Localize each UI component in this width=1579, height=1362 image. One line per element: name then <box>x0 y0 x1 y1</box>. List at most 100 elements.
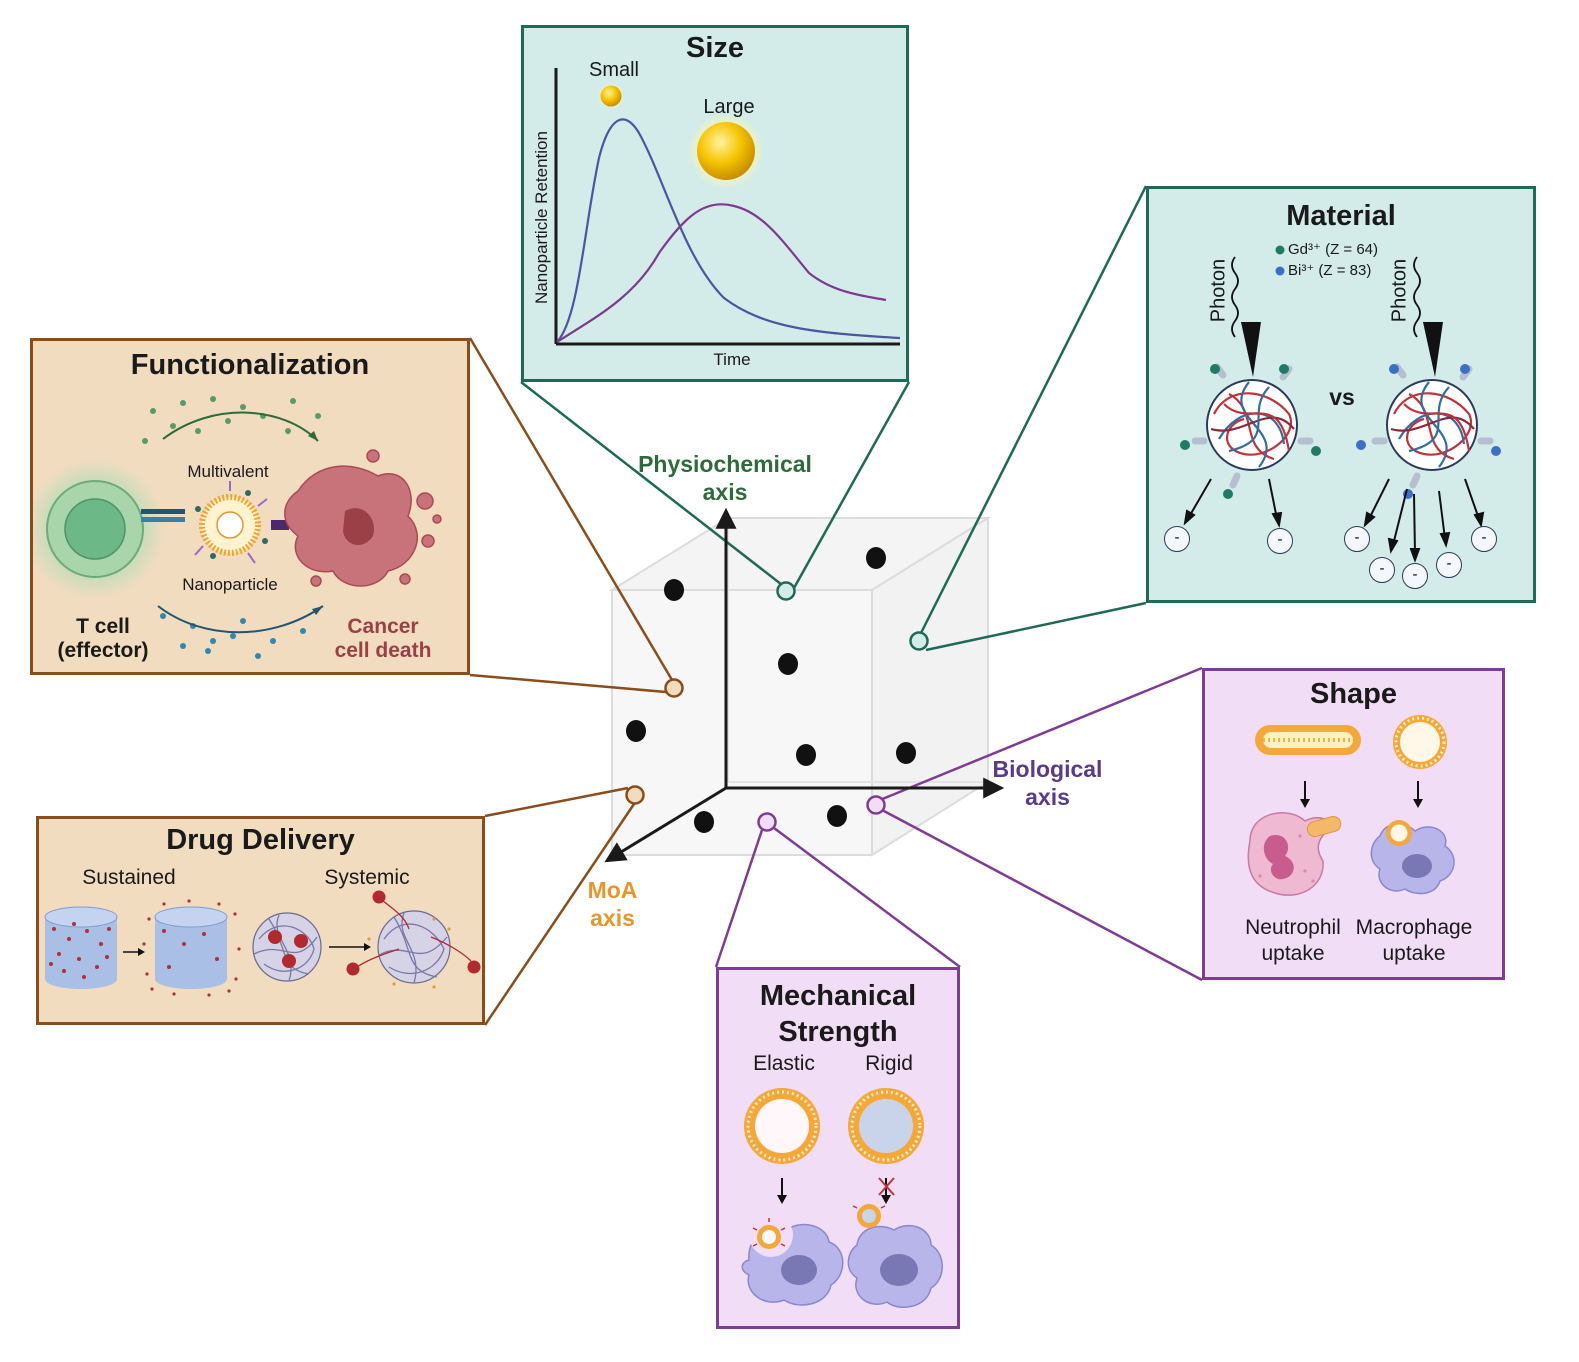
functionalization-panel-title: Functionalization <box>130 349 370 381</box>
cancer-label-line1: Cancer <box>347 615 419 638</box>
shape-illustration <box>1247 715 1455 896</box>
elastic-particle-icon <box>744 1088 820 1164</box>
macrophage-rigid-icon <box>847 1204 943 1309</box>
material-panel: Material <box>1146 186 1536 603</box>
gd-nanoparticle-icon <box>1206 379 1298 471</box>
electron-sign: - <box>1481 529 1487 546</box>
nanogel-icon <box>252 912 322 982</box>
bi-legend-dot <box>1275 266 1285 276</box>
anchor-drug <box>625 785 645 805</box>
electron-icon: - <box>1402 563 1428 589</box>
macrophage-uptake-label: Macrophage uptake <box>1349 915 1479 967</box>
bi-legend-label: Bi³⁺ (Z = 83) <box>1288 262 1372 279</box>
small-particle-icon <box>600 85 622 107</box>
sphere-particle-icon <box>1393 715 1447 769</box>
macrophage-elastic-icon <box>741 1213 844 1306</box>
arrow-head-icon <box>364 943 371 951</box>
physiochemical-axis-label-line1: Physiochemical <box>638 451 812 477</box>
anchor-size <box>776 581 796 601</box>
moa-axis-label-line1: MoA <box>587 877 638 903</box>
functionalization-illustration <box>33 396 442 659</box>
arrow-head-icon <box>308 431 318 441</box>
data-point <box>626 720 646 742</box>
multivalent-nanoparticle-icon <box>194 481 268 564</box>
arrow-head-icon <box>777 1195 787 1204</box>
connector-shape <box>879 666 1203 802</box>
large-label: Large <box>703 96 755 118</box>
retention-chart <box>554 68 901 346</box>
arrow-head-icon <box>312 606 323 615</box>
tcell-label-line1: T cell <box>76 615 130 638</box>
nanogel-releasing-icon <box>346 890 481 989</box>
connector-drug <box>484 786 629 818</box>
connector-material <box>925 601 1147 652</box>
chart-x-label: Time <box>713 350 751 369</box>
electron-icon: - <box>1344 526 1370 552</box>
neutrophil-uptake-label: Neutrophil uptake <box>1229 915 1357 967</box>
rigid-label: Rigid <box>865 1052 913 1075</box>
cytokine-dots <box>160 613 306 659</box>
mechanical-strength-panel-title: Mechanical Strength <box>719 978 957 1050</box>
electron-sign: - <box>1277 531 1283 548</box>
drug-delivery-panel: Drug Delivery Sustained Systemic <box>36 816 485 1025</box>
drug-delivery-illustration <box>44 890 481 997</box>
elastic-label: Elastic <box>753 1052 815 1075</box>
anchor-mech <box>757 812 777 832</box>
connector-drug <box>483 803 636 1026</box>
receptor-icon <box>141 517 185 522</box>
size-panel: Size Nanoparticle Retenti <box>521 25 909 382</box>
moa-axis-label-line2: axis <box>590 905 635 931</box>
small-particle-curve <box>556 118 901 343</box>
arrow-head-icon <box>1413 799 1423 808</box>
vs-label: vs <box>1329 384 1355 410</box>
gd-legend-dot <box>1275 245 1285 255</box>
functionalization-panel: Functionalization <box>30 338 470 675</box>
mechanical-title-line2: Strength <box>778 1016 898 1048</box>
data-point <box>778 653 798 675</box>
electron-sign: - <box>1379 560 1385 577</box>
mechanical-illustration <box>741 1088 943 1309</box>
material-panel-title: Material <box>1286 200 1396 232</box>
drug-delivery-panel-title: Drug Delivery <box>166 824 355 856</box>
rigid-particle-icon <box>848 1088 924 1164</box>
anchor-material <box>909 631 929 651</box>
multivalent-label: Multivalent <box>187 462 269 481</box>
connector-mech <box>714 829 764 968</box>
data-point <box>664 579 684 601</box>
electron-sign: - <box>1354 529 1360 546</box>
cancer-label-line2: cell death <box>334 639 432 662</box>
shape-panel: Shape <box>1202 668 1505 980</box>
arrow-head-icon <box>1300 799 1310 808</box>
macrophage-icon <box>1370 820 1455 895</box>
electron-arrow-icons <box>1183 478 1485 563</box>
photon-wave-icon <box>1231 256 1239 338</box>
arrow-head-icon <box>881 1195 891 1204</box>
small-label: Small <box>588 59 639 81</box>
cancer-nucleus-icon <box>343 508 374 546</box>
data-point <box>896 742 916 764</box>
photon-label: Photon <box>1207 258 1230 323</box>
biological-axis-label-line2: axis <box>1025 784 1070 810</box>
material-illustration <box>1180 245 1501 563</box>
electron-sign: - <box>1174 529 1180 546</box>
tcell-nucleus-icon <box>64 498 126 560</box>
uptake-label: uptake <box>1382 942 1446 965</box>
chart-y-label: Nanoparticle Retention <box>532 131 551 304</box>
data-points <box>626 547 916 833</box>
shape-panel-title: Shape <box>1309 678 1398 710</box>
gd-ion-icons <box>1180 364 1321 499</box>
systemic-label: Systemic <box>324 866 410 889</box>
electron-sign: - <box>1412 566 1418 583</box>
neutrophil-label: Neutrophil <box>1245 916 1341 939</box>
receptor-icon <box>141 509 185 514</box>
photon-arrow-icon <box>1241 322 1261 377</box>
tcell-label-line2: (effector) <box>57 639 149 662</box>
connector-functionalization <box>469 673 667 694</box>
anchor-shape <box>866 795 886 815</box>
tcell-label: T cell (effector) <box>38 615 168 663</box>
data-point <box>866 547 886 569</box>
scaffold-icon <box>44 906 118 989</box>
macrophage-label: Macrophage <box>1355 916 1473 939</box>
arrow-head-icon <box>138 948 145 956</box>
